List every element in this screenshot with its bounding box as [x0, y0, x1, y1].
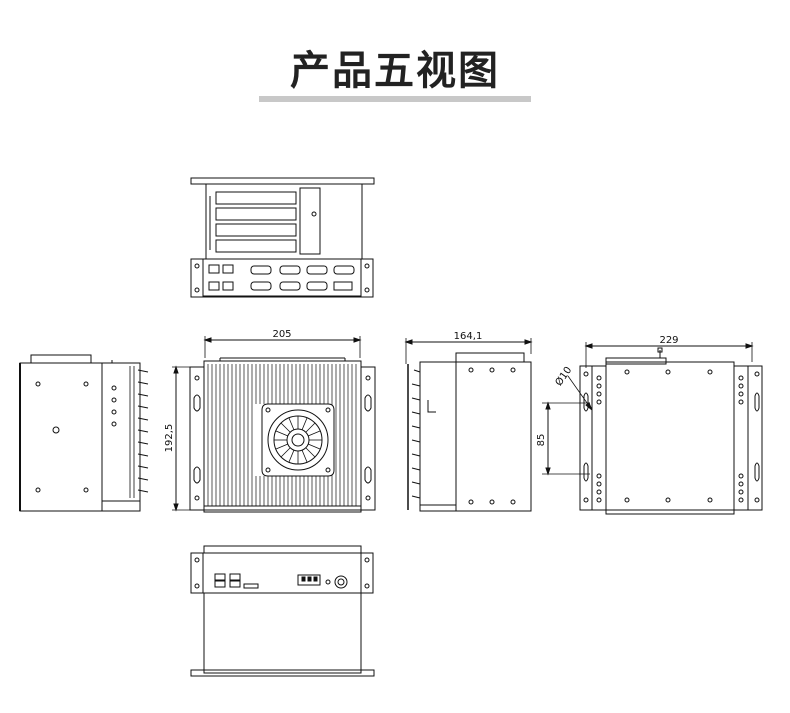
side-view — [404, 338, 533, 512]
title-underline — [259, 96, 531, 102]
dim-hole-spacing: 85 — [536, 434, 547, 447]
front-view — [172, 336, 376, 513]
dim-side-depth: 164,1 — [454, 331, 483, 342]
dim-front-height: 192,5 — [164, 424, 175, 453]
dim-front-width: 205 — [272, 329, 291, 340]
dim-hole-diameter: Ø10 — [553, 364, 575, 388]
right-view — [542, 342, 763, 515]
dim-right-width: 229 — [659, 335, 678, 346]
fan-icon — [261, 403, 335, 477]
page-title-wrap: 产品五视图 — [0, 38, 790, 96]
bottom-view — [190, 545, 375, 677]
top-view — [190, 177, 375, 298]
page-title: 产品五视图 — [290, 48, 500, 94]
left-view — [19, 354, 149, 512]
